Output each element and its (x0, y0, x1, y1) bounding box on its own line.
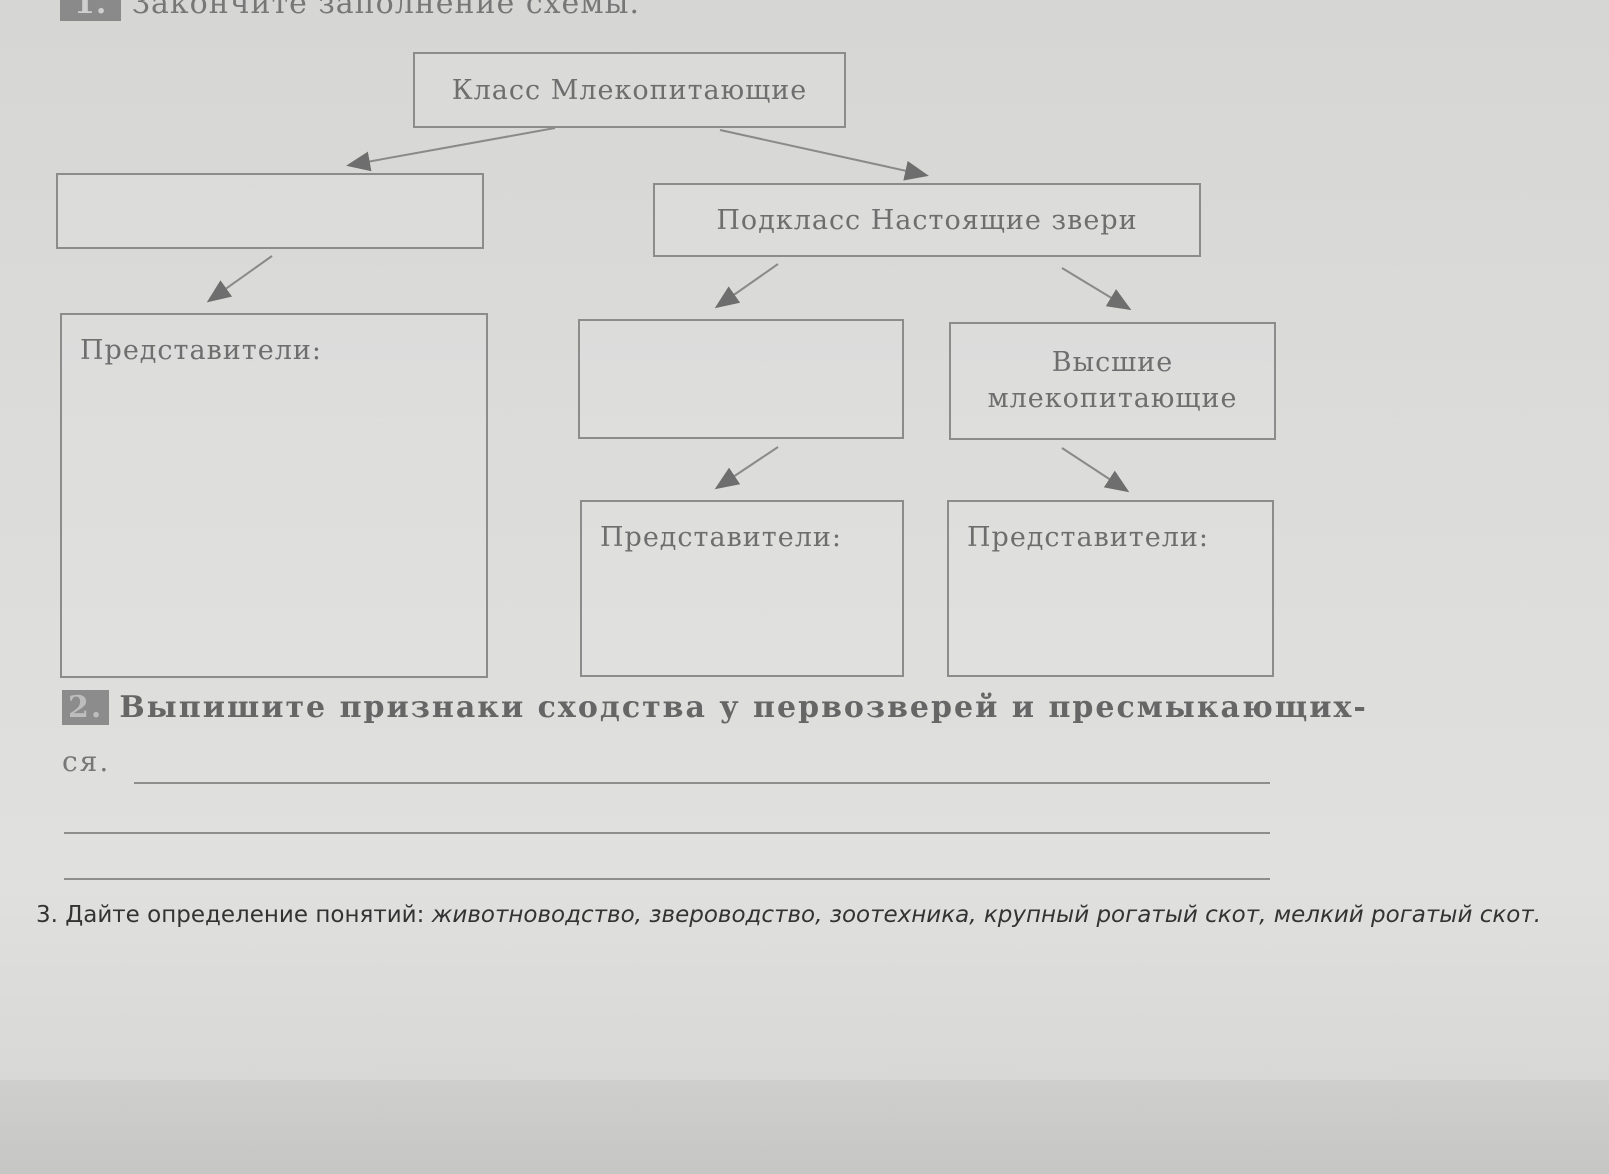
arrow-middle-to-representatives (714, 446, 779, 490)
diagram-arrows (206, 127, 1132, 493)
root-class-label: Класс Млекопитающие (451, 74, 808, 106)
arrow-left-to-representatives (206, 255, 273, 303)
task2-question: 2. Выпишите признаки сходства у первозвер… (62, 690, 1368, 725)
task2-text-line2: ся. (62, 745, 111, 778)
left-representatives-label: Представители: (80, 335, 322, 366)
task3-question: 3. Дайте определение понятий: животновод… (36, 898, 1566, 932)
arrow-subclass-to-middle (714, 263, 779, 309)
right-subclass-box: Подкласс Настоящие звери (653, 183, 1201, 257)
arrow-root-to-right (719, 129, 929, 181)
arrow-root-to-left (346, 127, 556, 172)
task1-heading: 1. Закончите заполнение схемы. (60, 0, 640, 21)
right-representatives-box[interactable]: Представители: (947, 500, 1274, 677)
task1-heading-text: Закончите заполнение схемы. (131, 0, 641, 21)
middle-representatives-label: Представители: (600, 522, 842, 553)
root-class-box: Класс Млекопитающие (413, 52, 846, 128)
answer-line-3[interactable] (64, 878, 1270, 880)
middle-group-blank-box[interactable] (578, 319, 904, 439)
answer-line-2[interactable] (64, 832, 1270, 834)
page-bottom-shadow (0, 1080, 1609, 1174)
task3-terms: животноводство, звероводство, зоотехника… (431, 902, 1542, 928)
arrow-higher-to-representatives (1061, 447, 1130, 493)
left-representatives-box[interactable]: Представители: (60, 313, 488, 678)
right-subclass-label: Подкласс Настоящие звери (716, 204, 1138, 236)
answer-line-1[interactable] (134, 782, 1270, 784)
task2-marker: 2. (62, 690, 110, 725)
left-subclass-blank-box[interactable] (56, 173, 484, 249)
higher-mammals-line2: млекопитающие (987, 383, 1238, 414)
task3-prefix: 3. Дайте определение понятий: (36, 902, 432, 928)
higher-mammals-line1: Высшие (1051, 347, 1174, 378)
task2-text-line1: Выпишите признаки сходства у первозверей… (119, 690, 1368, 725)
right-representatives-label: Представители: (967, 522, 1209, 553)
higher-mammals-label: Высшие млекопитающие (988, 345, 1238, 417)
middle-representatives-box[interactable]: Представители: (580, 500, 904, 677)
higher-mammals-box: Высшие млекопитающие (949, 322, 1276, 440)
arrow-subclass-to-higher (1061, 267, 1132, 311)
task1-marker: 1. (60, 0, 122, 21)
